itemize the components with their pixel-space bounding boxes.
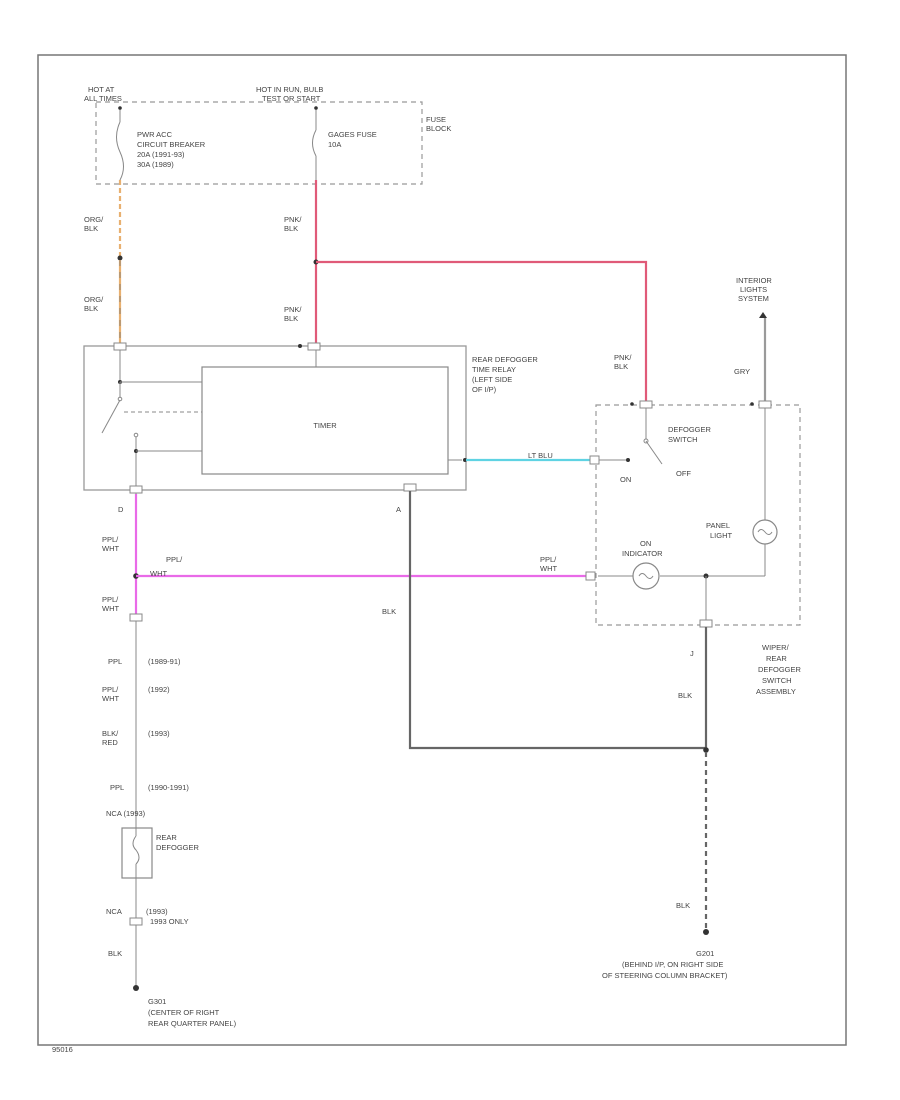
nca-1993-label: NCA (1993) (106, 809, 146, 818)
interior-lights-arrow-icon (759, 312, 767, 318)
nca-1993-lower-label: NCA (1993) 1993 ONLY (106, 907, 189, 926)
relay-pin-a: A (396, 505, 401, 514)
ppl-1989-label: PPL (1989-91) (108, 657, 181, 666)
pnk-blk-label-2: PNK/ BLK (284, 305, 304, 323)
hot-in-run-label: HOT IN RUN, BULB TEST OR START (256, 85, 325, 103)
defogger-switch-label: DEFOGGER SWITCH (668, 425, 713, 444)
ppl-wht-label-3: PPL/ WHT (540, 555, 558, 573)
ppl-wht-label-2: PPL/ WHT (150, 555, 184, 578)
relay-connector-pnkblk (307, 342, 321, 351)
gages-fuse-label: GAGES FUSE 10A (328, 130, 379, 149)
org-blk-label-1: ORG/ BLK (84, 215, 105, 233)
switch-connector-pnk (639, 400, 653, 409)
timer-box (201, 366, 449, 475)
time-relay-box (83, 345, 467, 491)
blk-red-1993-label: BLK/ RED (1993) (102, 729, 170, 747)
circuit-breaker-symbol (116, 121, 124, 181)
switch-on-label: ON (620, 475, 631, 484)
blk-center-label: BLK (382, 607, 396, 616)
ground-g301-label: G301 (CENTER OF RIGHT REAR QUARTER PANEL… (148, 997, 237, 1028)
ppl-1990-label: PPL (1990-1991) (110, 783, 189, 792)
ground-g201-label: G201 (BEHIND I/P, ON RIGHT SIDE OF STEER… (602, 949, 728, 980)
time-relay-label: REAR DEFOGGER TIME RELAY (LEFT SIDE OF I… (472, 355, 540, 394)
gry-label: GRY (734, 367, 750, 376)
ppl-wht-1992-label: PPL/ WHT (1992) (102, 685, 170, 703)
panel-light-label: PANEL LIGHT (706, 521, 733, 540)
interior-lights-label: INTERIOR LIGHTS SYSTEM (736, 276, 774, 303)
fuse-block-label: FUSE BLOCK (426, 115, 451, 133)
gages-fuse-symbol (312, 129, 317, 157)
switch-off-label: OFF (676, 469, 691, 478)
blk-bottom-label: BLK (676, 901, 690, 910)
on-indicator-label: ON INDICATOR (622, 539, 663, 558)
switch-assembly-label: WIPER/ REAR DEFOGGER SWITCH ASSEMBLY (756, 643, 803, 696)
timer-label: TIMER (313, 421, 337, 430)
org-blk-label-2: ORG/ BLK (84, 295, 105, 313)
blk-lower-left-label: BLK (108, 949, 122, 958)
ppl-wht-label-1: PPL/ WHT (102, 535, 120, 553)
ppl-wht-label-4: PPL/ WHT (102, 595, 120, 613)
circuit-breaker-label: PWR ACC CIRCUIT BREAKER 20A (1991-93) 30… (137, 130, 207, 169)
switch-assembly-box (595, 404, 801, 626)
blk-wire-relay-ground (408, 491, 706, 750)
ground-g301-icon (133, 985, 139, 991)
pnk-blk-label-3: PNK/ BLK (614, 353, 634, 371)
relay-connector-a (403, 483, 417, 492)
relay-contact (101, 399, 121, 434)
pnk-blk-label-1: PNK/ BLK (284, 215, 304, 233)
switch-connector-gry (758, 400, 772, 409)
defogger-switch-contact (645, 440, 663, 465)
relay-connector-d (129, 485, 143, 494)
switch-pin-j: J (690, 649, 694, 658)
relay-connector-orgblk (113, 342, 127, 351)
pnk-blk-wire-to-switch (316, 260, 648, 402)
lt-blu-label: LT BLU (528, 451, 553, 460)
blk-right-label: BLK (678, 691, 692, 700)
figure-id: 95016 (52, 1045, 73, 1054)
ppl-wht-connector (129, 613, 143, 622)
ground-g201-icon (703, 929, 709, 935)
hot-at-all-times-label: HOT AT ALL TIMES (84, 85, 122, 103)
rear-defogger-label: REAR DEFOGGER (156, 833, 200, 852)
relay-pin-d: D (118, 505, 124, 514)
diagram-frame (37, 54, 847, 1046)
rear-defogger-grid-icon (121, 827, 153, 879)
switch-connector-j (699, 619, 713, 628)
fuse-block-box (95, 101, 423, 185)
